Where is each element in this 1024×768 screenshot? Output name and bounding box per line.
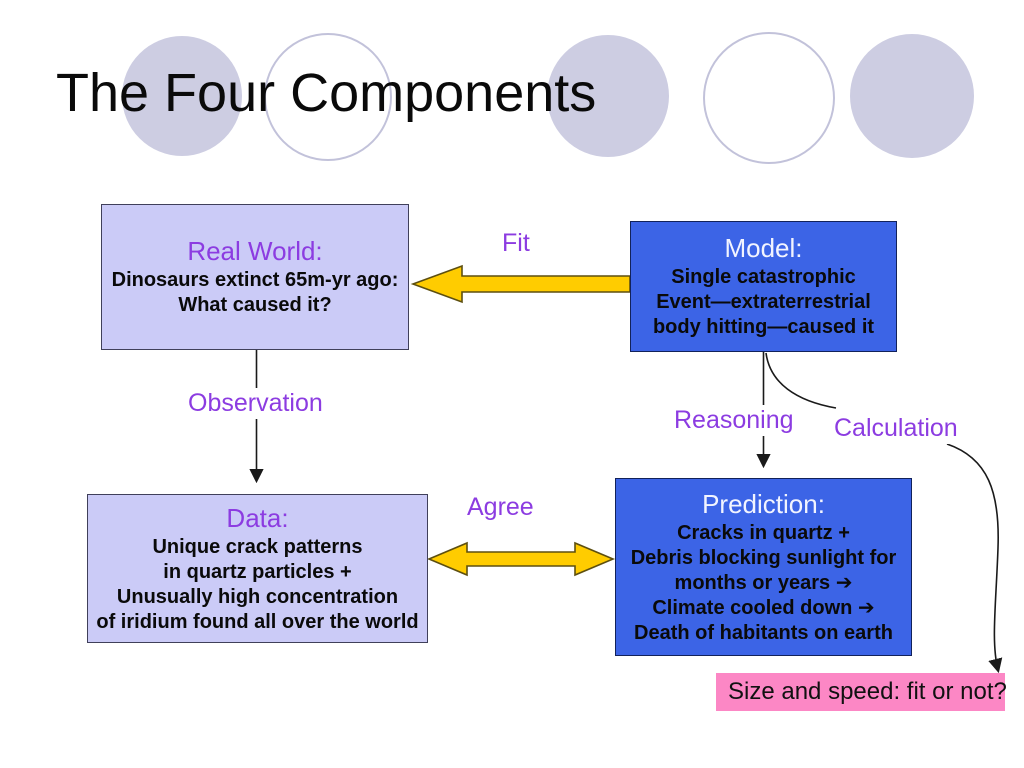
label-calculation: Calculation [828, 413, 964, 444]
prediction-heading: Prediction: [702, 488, 825, 519]
model-box: Model: Single catastrophic Event—extrate… [630, 221, 897, 352]
real-world-heading: Real World: [187, 236, 323, 266]
note-size-speed: Size and speed: fit or not? [716, 673, 1007, 711]
label-agree: Agree [461, 492, 540, 523]
decor-circle-outline-1 [264, 33, 392, 161]
decor-circle-filled-1 [122, 36, 242, 156]
real-world-box: Real World: Dinosaurs extinct 65m-yr ago… [101, 204, 409, 350]
data-body: Unique crack patterns in quartz particle… [96, 535, 419, 633]
label-reasoning: Reasoning [668, 405, 800, 436]
real-world-body: Dinosaurs extinct 65m-yr ago: What cause… [111, 269, 399, 316]
calculation-result-arrow [946, 443, 1003, 674]
decor-circle-filled-3 [850, 34, 974, 158]
label-fit: Fit [496, 228, 536, 259]
decor-circle-outline-2 [703, 32, 835, 164]
model-heading: Model: [724, 233, 803, 263]
model-body: Single catastrophic Event—extraterrestri… [652, 266, 875, 338]
slide-title: The Four Components [56, 63, 597, 123]
data-heading: Data: [226, 502, 289, 533]
prediction-box: Prediction: Cracks in quartz + Debris bl… [615, 478, 912, 656]
agree-arrow-icon [426, 541, 616, 577]
prediction-body: Cracks in quartz + Debris blocking sunli… [630, 521, 897, 644]
data-box: Data: Unique crack patterns in quartz pa… [87, 494, 428, 643]
label-observation: Observation [182, 388, 329, 419]
decor-circle-filled-2 [547, 35, 669, 157]
calculation-curve [765, 352, 837, 409]
fit-arrow-icon [410, 264, 631, 304]
